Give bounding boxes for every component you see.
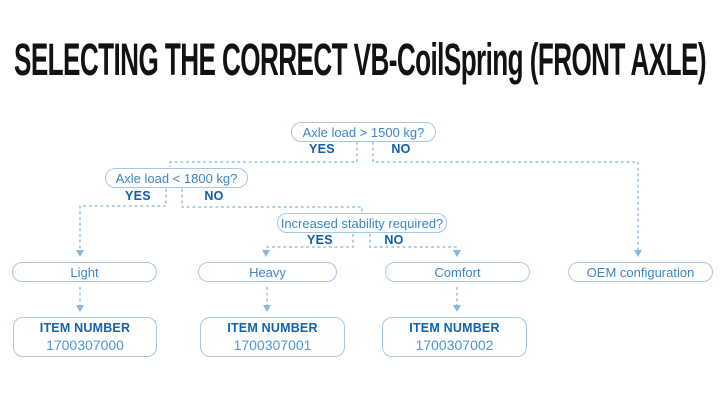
- outcome-label: Light: [70, 264, 99, 280]
- item-number-label: ITEM NUMBER: [39, 321, 131, 336]
- decision-question: Axle load < 1800 kg?: [115, 170, 238, 186]
- decision-question: Axle load > 1500 kg?: [302, 124, 425, 140]
- branch-label-no: NO: [391, 142, 411, 156]
- page-title: SELECTING THE CORRECT VB-CoilSpring (FRO…: [14, 34, 707, 85]
- item-number-value: 1700307002: [415, 336, 494, 353]
- item-number-label: ITEM NUMBER: [227, 321, 318, 336]
- branch-label-no: NO: [204, 189, 224, 203]
- outcome-label: Heavy: [249, 264, 286, 280]
- item-number-box-light: ITEM NUMBER 1700307000: [13, 317, 157, 357]
- item-number-box-heavy: ITEM NUMBER 1700307001: [200, 317, 345, 357]
- branch-label-no: NO: [384, 233, 404, 247]
- item-number-label: ITEM NUMBER: [409, 321, 500, 336]
- decision-box-increased-stability: Increased stability required?: [277, 213, 447, 233]
- branch-label-yes: YES: [309, 142, 335, 156]
- decision-box-axle-load-under-1800: Axle load < 1800 kg?: [105, 168, 248, 188]
- arrow-down-icon: [453, 305, 461, 312]
- arrow-down-icon: [634, 250, 642, 257]
- outcome-label: Comfort: [434, 264, 481, 280]
- decision-box-axle-load-over-1500: Axle load > 1500 kg?: [291, 122, 436, 142]
- item-number-value: 1700307000: [46, 336, 124, 353]
- arrow-down-icon: [76, 305, 84, 312]
- branch-label-yes: YES: [125, 189, 151, 203]
- outcome-label: OEM configuration: [586, 264, 695, 280]
- arrow-down-icon: [76, 250, 84, 257]
- outcome-box-heavy: Heavy: [198, 262, 337, 282]
- decision-question: Increased stability required?: [280, 215, 444, 231]
- item-number-value: 1700307001: [233, 336, 312, 353]
- item-number-box-comfort: ITEM NUMBER 1700307002: [382, 317, 527, 357]
- branch-label-yes: YES: [307, 233, 333, 247]
- outcome-box-oem-configuration: OEM configuration: [568, 262, 713, 282]
- outcome-box-light: Light: [12, 262, 157, 282]
- outcome-box-comfort: Comfort: [385, 262, 530, 282]
- arrow-down-icon: [262, 250, 270, 257]
- arrow-down-icon: [453, 250, 461, 257]
- arrow-down-icon: [263, 305, 271, 312]
